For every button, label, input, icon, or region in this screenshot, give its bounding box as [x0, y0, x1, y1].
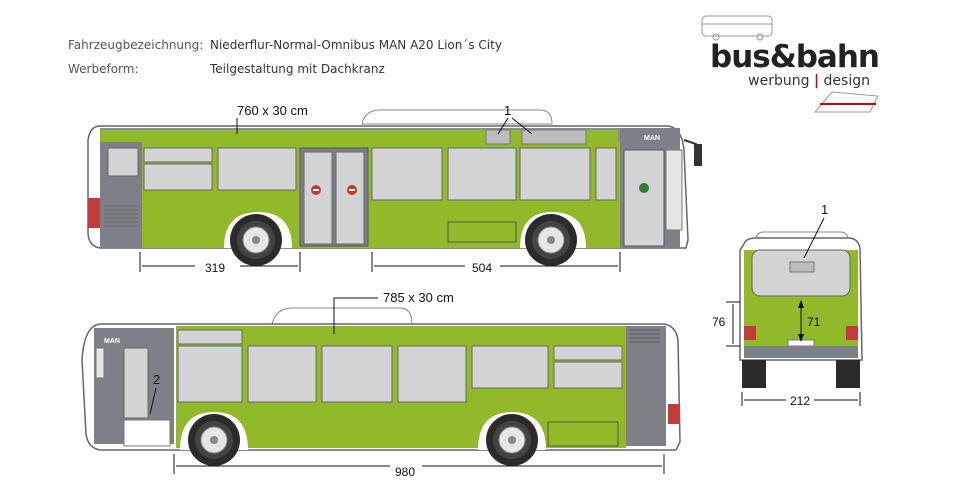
dim-319: 319	[205, 261, 225, 275]
left-band-label: 785 x 30 cm	[383, 290, 454, 305]
logo-bus-sketch	[701, 15, 773, 41]
vehicle-label: Fahrzeugbezeichnung:	[68, 38, 204, 52]
right-callout-leader-b	[511, 117, 533, 135]
dim-71: 71	[807, 315, 821, 329]
dim-212: 212	[790, 394, 810, 408]
right-band-label: 760 x 30 cm	[237, 103, 308, 118]
right-brand-badge: MAN	[644, 135, 660, 142]
logo-subtitle: werbung | design	[710, 74, 870, 88]
left-brand-badge: MAN	[104, 338, 120, 345]
rear-dimension-lines	[726, 301, 861, 406]
vehicle-value: Niederflur-Normal-Omnibus MAN A20 Lion´s…	[210, 38, 502, 52]
logo-separator: |	[813, 73, 820, 89]
dim-76: 76	[712, 315, 726, 329]
rear-callout: 1	[821, 202, 828, 217]
logo-train-sketch	[813, 91, 879, 113]
right-callout: 1	[504, 103, 511, 118]
left-callout-leader	[149, 387, 157, 415]
left-callout: 2	[153, 372, 160, 387]
left-band-leader	[333, 297, 378, 334]
bus-left-side	[81, 307, 681, 467]
ad-form-label: Werbeform:	[68, 62, 139, 76]
left-dimension-lines	[173, 454, 665, 474]
logo-brand: bus&bahn	[710, 39, 880, 75]
dim-504: 504	[472, 261, 492, 275]
right-dimension-lines	[139, 252, 621, 272]
rear-callout-leader	[803, 217, 825, 259]
dim-980: 980	[395, 465, 415, 479]
bus-right-side	[87, 109, 702, 267]
right-callout-leader-a	[497, 117, 509, 135]
bus-rear-view	[739, 231, 863, 388]
company-logo: bus&bahn werbung | design	[710, 39, 880, 88]
logo-sub-right: design	[823, 73, 870, 89]
ad-form-value: Teilgestaltung mit Dachkranz	[210, 62, 385, 76]
logo-sub-left: werbung	[748, 73, 810, 89]
